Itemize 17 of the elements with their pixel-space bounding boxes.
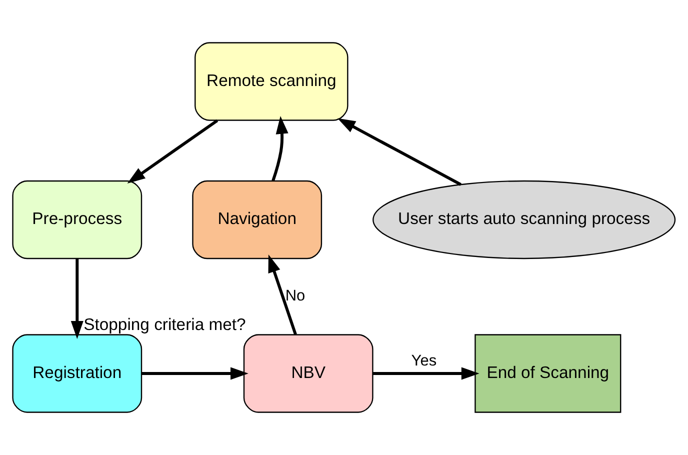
node-ellipse: User starts auto scanning process bbox=[372, 180, 676, 260]
node-box: Pre-process bbox=[12, 180, 142, 260]
node-label: Stopping criteria met? bbox=[84, 315, 246, 334]
arrow bbox=[337, 118, 462, 186]
edge-label: Yes bbox=[411, 352, 437, 370]
arrow bbox=[272, 116, 288, 182]
node-box: End of Scanning bbox=[474, 334, 622, 413]
arrow bbox=[372, 367, 480, 380]
arrow bbox=[127, 119, 218, 184]
arrow bbox=[268, 254, 297, 335]
node-box: NBV bbox=[243, 334, 374, 413]
node-box: Remote scanning bbox=[194, 42, 348, 121]
arrow bbox=[142, 367, 248, 380]
node-box: Registration bbox=[12, 334, 142, 413]
arrow bbox=[70, 258, 84, 339]
edge-label: No bbox=[285, 288, 306, 305]
node-box: Navigation bbox=[192, 180, 322, 260]
